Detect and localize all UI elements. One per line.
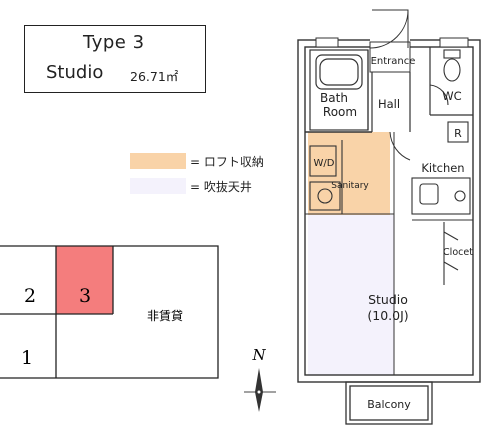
hall-label: Hall — [378, 97, 400, 111]
layout-label: Studio — [46, 62, 104, 83]
north-label: N — [251, 346, 266, 364]
studio-label: Studio — [368, 292, 408, 307]
fridge-label: R — [454, 127, 462, 140]
closet-label: Clocet — [443, 247, 473, 258]
bath-room-label: Room — [323, 105, 357, 119]
balcony-label: Balcony — [367, 398, 411, 411]
bath-label: Bath — [320, 91, 348, 105]
type-label: Type 3 — [83, 32, 145, 53]
entrance-label: Entrance — [371, 56, 416, 67]
title-box: Type 3 Studio 26.71㎡ — [24, 25, 206, 93]
studio-size-label: (10.0J) — [367, 308, 408, 323]
washer-dryer-label: W/D — [314, 158, 335, 169]
area-label: 26.71㎡ — [130, 69, 179, 84]
loft-storage-swatch — [130, 153, 186, 169]
unit-2-label: 2 — [24, 285, 36, 307]
unit-key-map: 2 3 1 非賃貸 — [0, 245, 219, 379]
wc-label: WC — [442, 89, 461, 103]
kitchen-label: Kitchen — [421, 161, 464, 175]
unit-1-label: 1 — [21, 347, 33, 369]
non-rental-label: 非賃貸 — [147, 308, 183, 323]
open-ceiling-area — [308, 215, 394, 375]
sanitary-label: Sanitary — [331, 181, 369, 191]
unit-3-highlight — [56, 246, 113, 314]
loft-storage-area — [308, 132, 390, 215]
unit-3-label: 3 — [79, 285, 91, 307]
compass-icon: N — [244, 346, 276, 412]
open-ceiling-swatch — [130, 178, 186, 194]
open-ceiling-label: = 吹抜天井 — [190, 180, 252, 194]
loft-storage-label: = ロフト収納 — [190, 155, 264, 169]
